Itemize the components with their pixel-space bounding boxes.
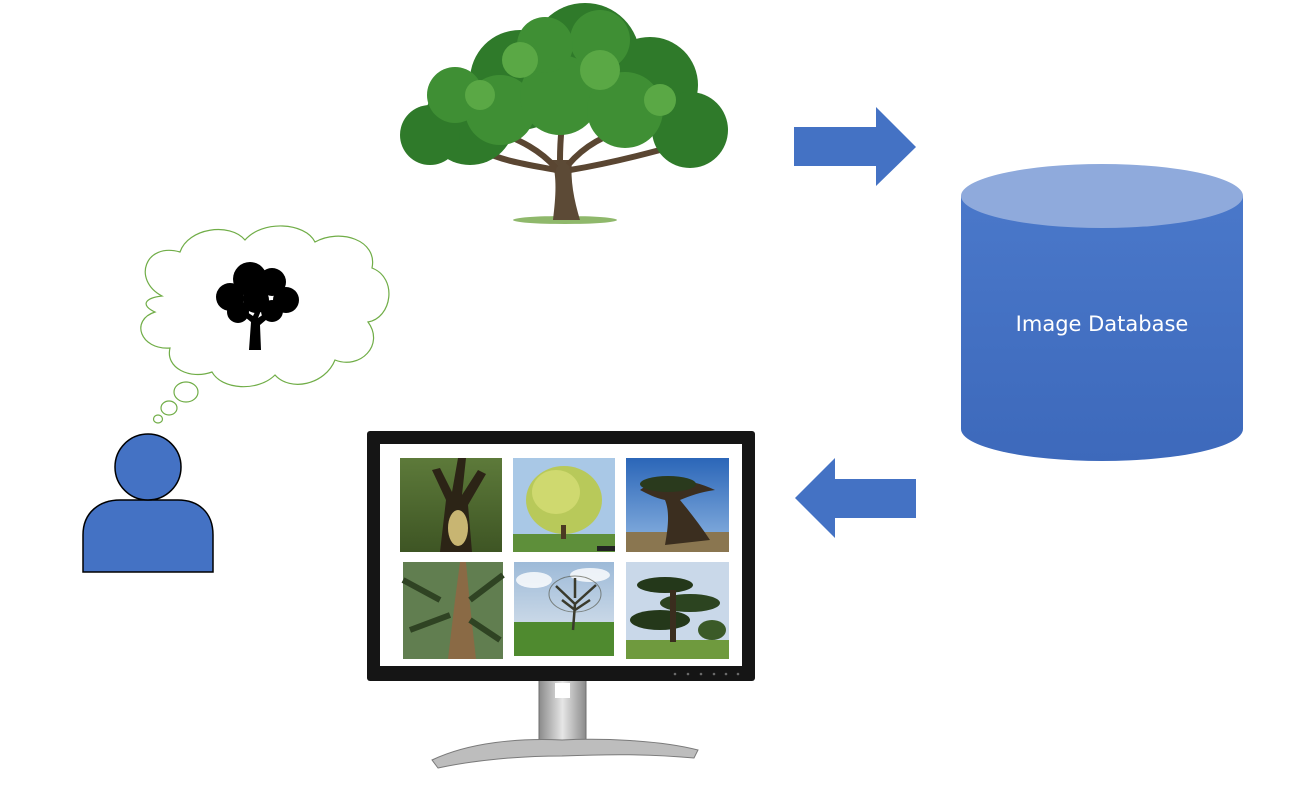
image-database: Image Database — [961, 164, 1243, 461]
monitor-icon — [367, 431, 755, 769]
result-thumbnail — [626, 458, 729, 552]
tree-silhouette-icon — [216, 262, 299, 350]
result-thumbnail — [401, 562, 505, 659]
result-thumbnail — [626, 562, 729, 659]
person-icon — [82, 433, 214, 573]
result-thumbnail — [514, 562, 614, 656]
results-grid — [400, 458, 729, 659]
oak-tree-image — [400, 3, 728, 224]
arrow-to-database — [794, 107, 916, 186]
result-thumbnail — [513, 458, 615, 552]
database-label: Image Database — [1016, 312, 1189, 336]
arrow-to-monitor — [795, 458, 916, 538]
thought-bubble — [140, 225, 390, 424]
result-thumbnail — [400, 458, 502, 552]
